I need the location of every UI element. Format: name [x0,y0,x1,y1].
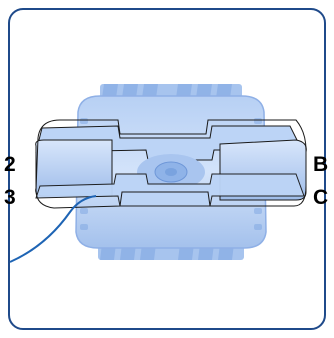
callout-label-3: 3 [4,186,16,209]
callout-label-2: 2 [4,153,16,176]
callout-label-c: C [313,186,329,209]
callout-label-b: B [313,153,329,176]
lower-handle [35,173,305,207]
handle-outline [35,119,307,209]
center-hub [137,154,205,190]
power-cable [9,195,97,263]
top-track [100,84,242,98]
